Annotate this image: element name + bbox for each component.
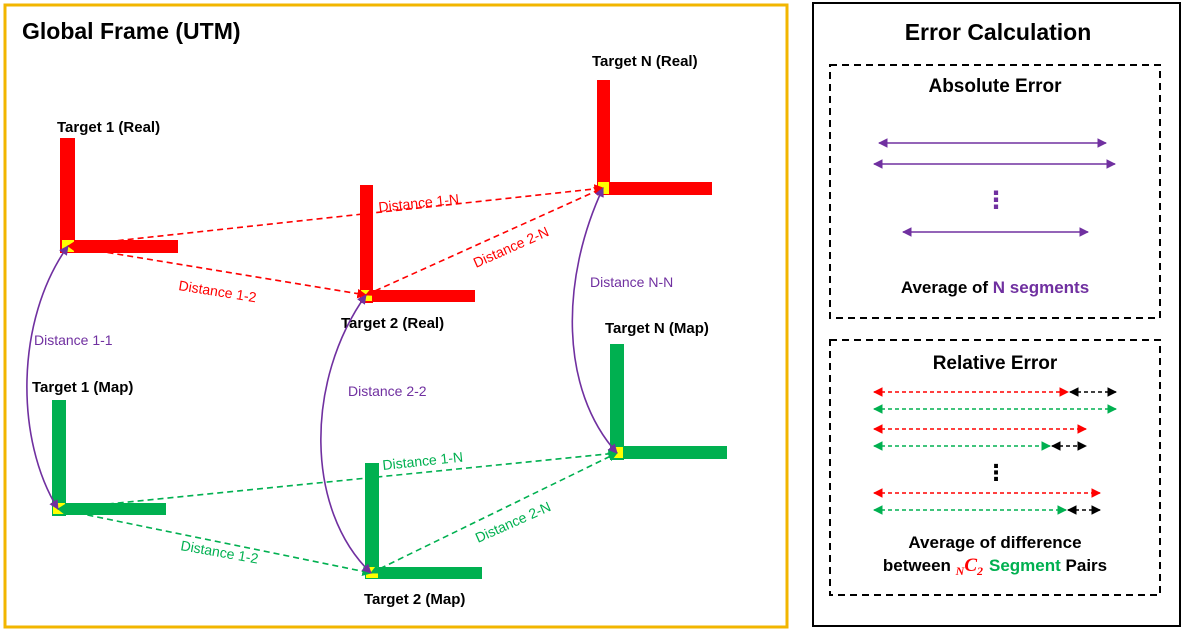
distance-n-n-label: Distance N-N bbox=[590, 274, 673, 290]
absolute-error-caption: Average of N segments bbox=[901, 278, 1089, 297]
absolute-ellipsis: ⋮ bbox=[984, 186, 1008, 214]
relative-caption-c: C bbox=[964, 555, 977, 576]
target-n-map-horizontal-bar bbox=[610, 446, 727, 459]
target-2-real-label: Target 2 (Real) bbox=[341, 315, 444, 332]
target-1-map-label: Target 1 (Map) bbox=[32, 379, 133, 396]
target-2-real-horizontal-bar bbox=[360, 290, 475, 302]
relative-caption-segment: Segment bbox=[989, 556, 1061, 575]
target-1-map-vertical-bar bbox=[52, 400, 66, 516]
real-distance-1-2-line bbox=[67, 242, 367, 299]
relative-caption-line-2: between NC2 Segment Pairs bbox=[883, 555, 1107, 578]
target-1-map-horizontal-bar bbox=[52, 503, 166, 515]
real-distance-2-n-label: Distance 2-N bbox=[471, 223, 551, 271]
relative-caption-n-subscript: N bbox=[955, 564, 966, 578]
target-n-map-vertical-bar bbox=[610, 344, 624, 460]
map-distance-2-n-label: Distance 2-N bbox=[473, 498, 553, 546]
target-2-real-vertical-bar bbox=[360, 185, 373, 303]
map-distance-1-n-line bbox=[57, 449, 618, 513]
target-1-map bbox=[52, 400, 166, 516]
distance-2-2-label: Distance 2-2 bbox=[348, 383, 427, 399]
target-n-map bbox=[610, 344, 727, 460]
relative-error-box bbox=[829, 339, 1161, 596]
map-distance-2-n-line bbox=[370, 452, 618, 574]
absolute-caption-highlight: N segments bbox=[993, 278, 1089, 297]
relative-ellipsis: ⋮ bbox=[985, 461, 1007, 486]
target-n-real-vertical-bar bbox=[597, 80, 610, 195]
absolute-error-title: Absolute Error bbox=[928, 76, 1062, 97]
error-panel-title: Error Calculation bbox=[905, 19, 1092, 45]
target-1-real-label: Target 1 (Real) bbox=[57, 119, 160, 136]
absolute-caption-prefix: Average of bbox=[901, 278, 993, 297]
relative-caption-line-1: Average of difference bbox=[908, 533, 1081, 552]
target-2-map bbox=[365, 463, 482, 579]
global-frame-title: Global Frame (UTM) bbox=[22, 18, 241, 44]
distance-n-n-curve bbox=[571, 187, 618, 454]
error-panel-border bbox=[812, 2, 1181, 627]
relative-caption-pairs: Pairs bbox=[1061, 556, 1107, 575]
target-n-real bbox=[597, 80, 712, 195]
target-1-real-vertical-bar bbox=[60, 138, 75, 250]
absolute-error-box bbox=[829, 64, 1161, 319]
target-2-map-label: Target 2 (Map) bbox=[364, 591, 465, 608]
distance-1-1-curve bbox=[26, 245, 69, 510]
distance-2-2-curve bbox=[320, 294, 372, 574]
target-n-map-label: Target N (Map) bbox=[605, 320, 709, 337]
target-2-map-vertical-bar bbox=[365, 463, 379, 579]
map-distance-1-2-line bbox=[57, 506, 372, 576]
real-distance-1-n-label: Distance 1-N bbox=[378, 191, 460, 215]
relative-error-title: Relative Error bbox=[933, 353, 1058, 374]
target-1-real-horizontal-bar bbox=[60, 240, 178, 253]
relative-caption-prefix: between bbox=[883, 556, 956, 575]
relative-caption-c-subscript: 2 bbox=[976, 564, 983, 578]
distance-1-1-label: Distance 1-1 bbox=[34, 332, 113, 348]
target-n-real-label: Target N (Real) bbox=[592, 53, 698, 70]
target-n-real-horizontal-bar bbox=[597, 182, 712, 195]
real-distance-2-n-line bbox=[365, 187, 604, 296]
target-2-map-horizontal-bar bbox=[365, 567, 482, 579]
global-frame-border bbox=[3, 3, 789, 629]
real-distance-1-2-label: Distance 1-2 bbox=[178, 277, 258, 305]
